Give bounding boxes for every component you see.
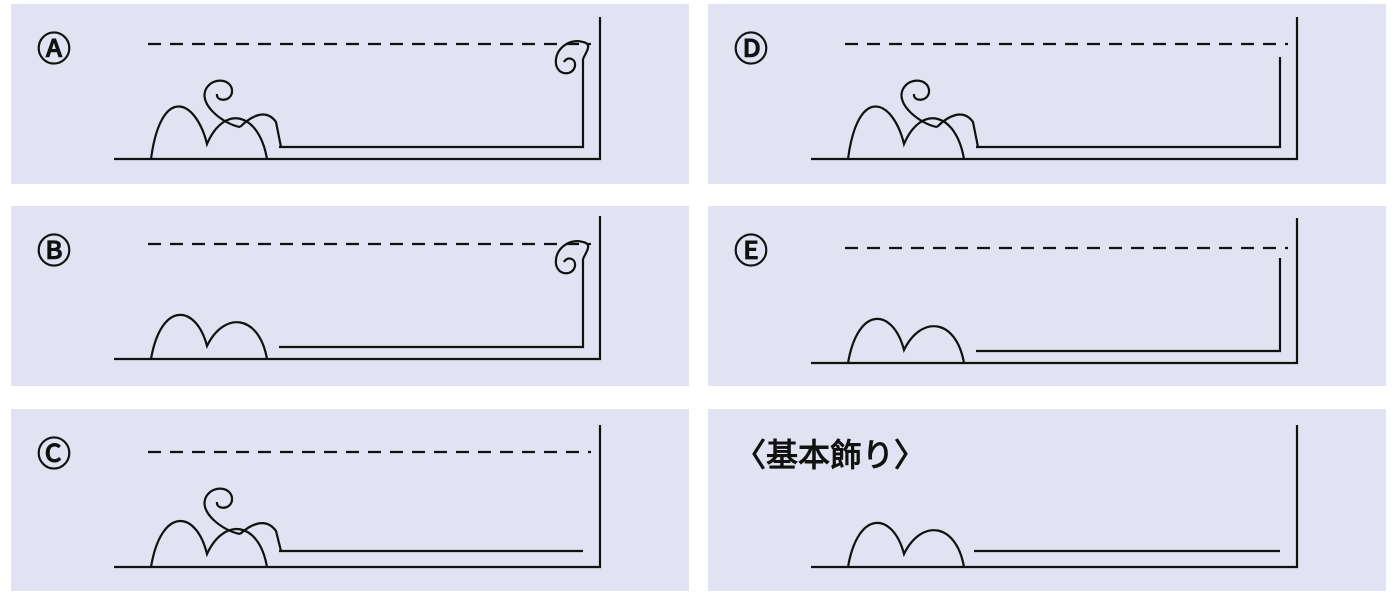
panel-label-b: Ⓑ bbox=[37, 232, 71, 272]
inner-baseline bbox=[976, 258, 1282, 353]
panel-label-a: Ⓐ bbox=[37, 30, 71, 70]
outer-frame-line bbox=[114, 425, 602, 569]
outer-frame-line bbox=[811, 218, 1299, 365]
arch-pair bbox=[149, 105, 269, 160]
panel-b: Ⓑ bbox=[11, 206, 689, 386]
inner-baseline bbox=[976, 57, 1282, 149]
outer-frame-line bbox=[811, 17, 1299, 161]
outer-frame-line bbox=[811, 425, 1299, 569]
inner-baseline bbox=[279, 259, 585, 349]
inner-baseline bbox=[279, 59, 585, 149]
arch-pair bbox=[846, 317, 966, 364]
arch-pair bbox=[149, 313, 269, 360]
diagram-a bbox=[114, 17, 602, 161]
diagram-base bbox=[811, 425, 1299, 569]
panel-label-base: 〈基本飾り〉 bbox=[734, 436, 927, 474]
panel-e: Ⓔ bbox=[708, 206, 1386, 386]
diagram-d bbox=[811, 17, 1299, 161]
panel-d: Ⓓ bbox=[708, 4, 1386, 184]
diagram-c bbox=[114, 425, 602, 569]
curl-ornament bbox=[554, 240, 590, 275]
swirl-ornament bbox=[203, 487, 283, 552]
panel-a: Ⓐ bbox=[11, 4, 689, 184]
swirl-ornament bbox=[900, 79, 980, 148]
arch-pair bbox=[149, 520, 269, 568]
swirl-ornament bbox=[203, 79, 283, 148]
outer-frame-line bbox=[114, 216, 602, 361]
panel-label-e: Ⓔ bbox=[734, 232, 768, 272]
arch-pair bbox=[846, 105, 966, 160]
diagram-b bbox=[114, 216, 602, 361]
panel-c: Ⓒ bbox=[11, 409, 689, 591]
panel-label-c: Ⓒ bbox=[37, 435, 71, 475]
diagram-e bbox=[811, 218, 1299, 365]
curl-ornament bbox=[554, 40, 590, 75]
outer-frame-line bbox=[114, 17, 602, 161]
panel-base-decoration: 〈基本飾り〉 bbox=[708, 409, 1386, 591]
panel-label-d: Ⓓ bbox=[734, 30, 768, 70]
arch-pair bbox=[846, 521, 966, 568]
